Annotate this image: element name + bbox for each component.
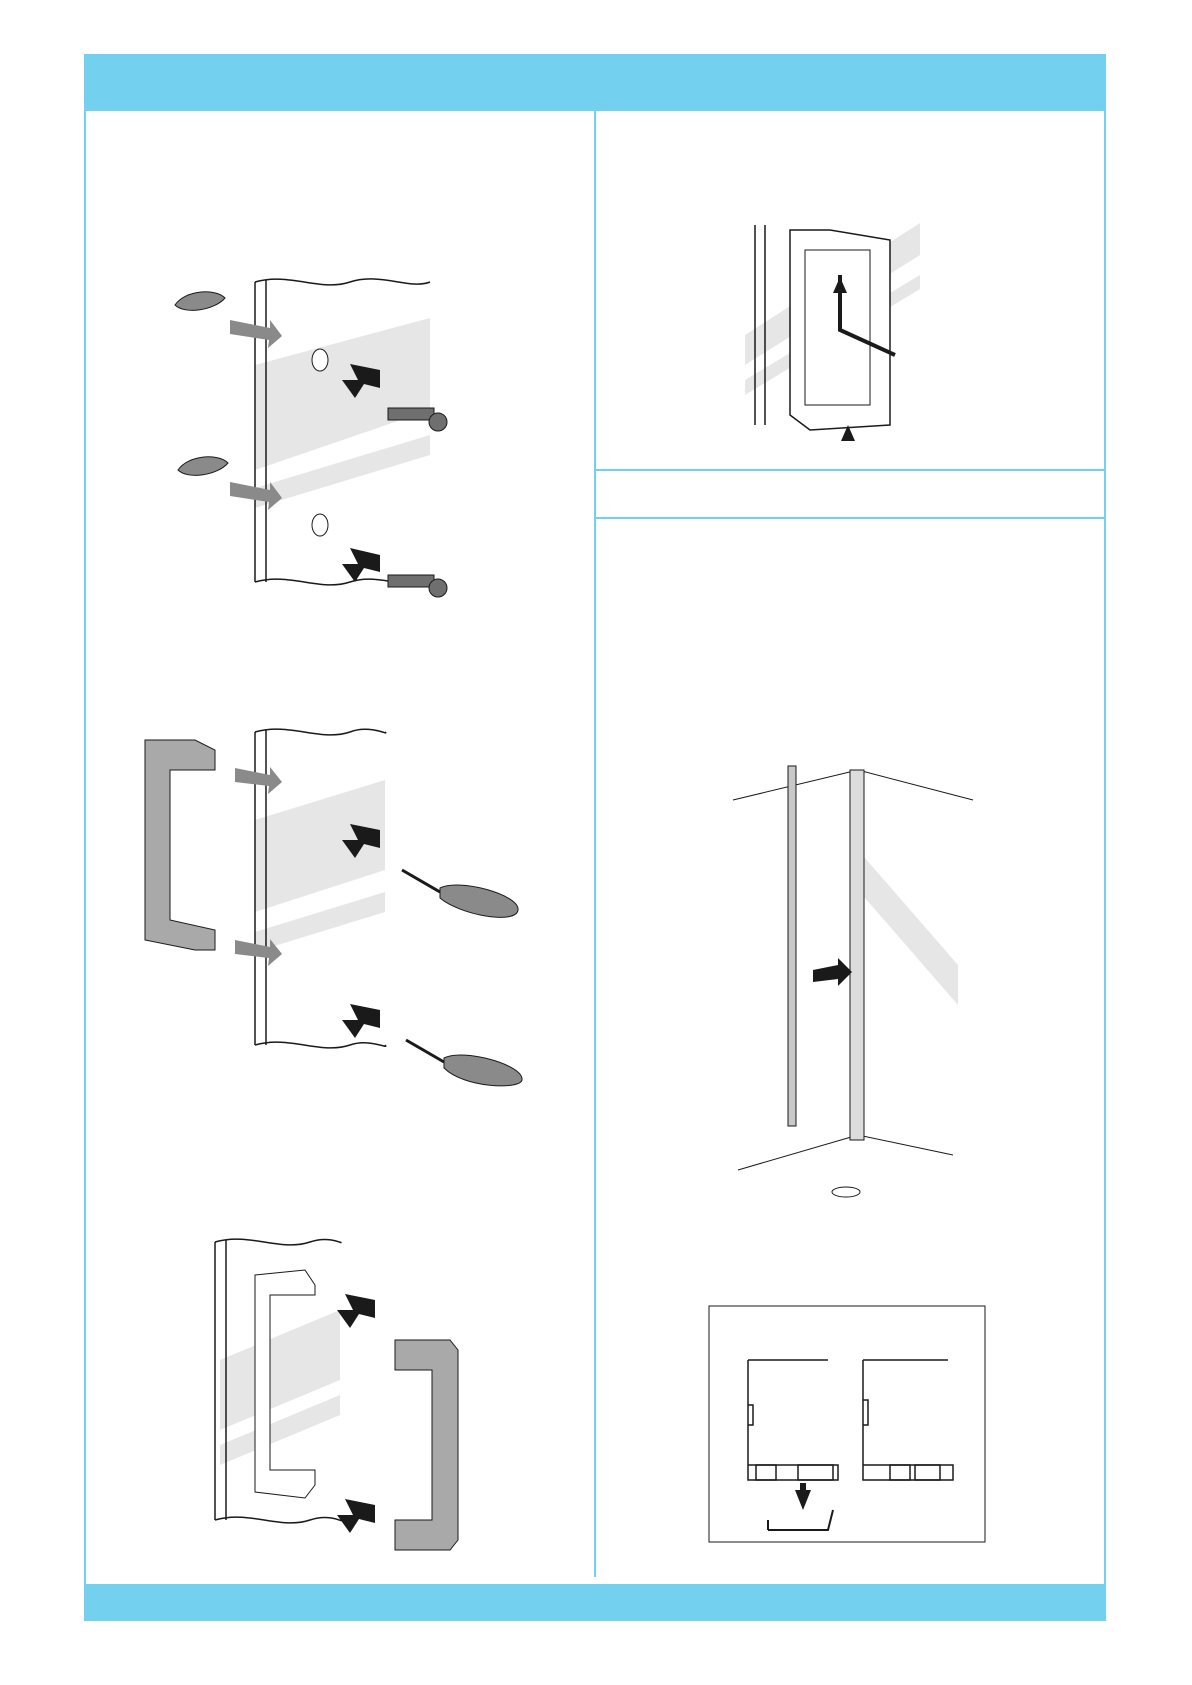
washer-top bbox=[175, 292, 225, 311]
bolt-bottom bbox=[388, 575, 447, 597]
washer-bottom bbox=[178, 457, 228, 476]
footer-band bbox=[84, 1584, 1106, 1621]
figure-hex-key bbox=[720, 215, 940, 465]
section-divider-bottom bbox=[596, 517, 1104, 519]
figure-handle-cover bbox=[210, 1230, 470, 1560]
figure-wall-profile bbox=[728, 760, 978, 1210]
handle-bar bbox=[145, 740, 215, 950]
figure-fixing-bolts bbox=[170, 270, 490, 620]
loose-profile bbox=[788, 766, 796, 1126]
screwdriver-bottom bbox=[406, 1040, 522, 1086]
bolt-top bbox=[388, 408, 447, 431]
figure-profile-section bbox=[708, 1305, 988, 1545]
fixed-wall-profile bbox=[850, 770, 864, 1140]
header-band bbox=[84, 54, 1106, 111]
figure-handle-screwdriver bbox=[140, 720, 530, 1090]
screwdriver-top bbox=[402, 870, 518, 917]
column-divider bbox=[594, 111, 596, 1577]
handle-cover-piece bbox=[395, 1340, 458, 1550]
section-divider-top bbox=[596, 469, 1104, 471]
